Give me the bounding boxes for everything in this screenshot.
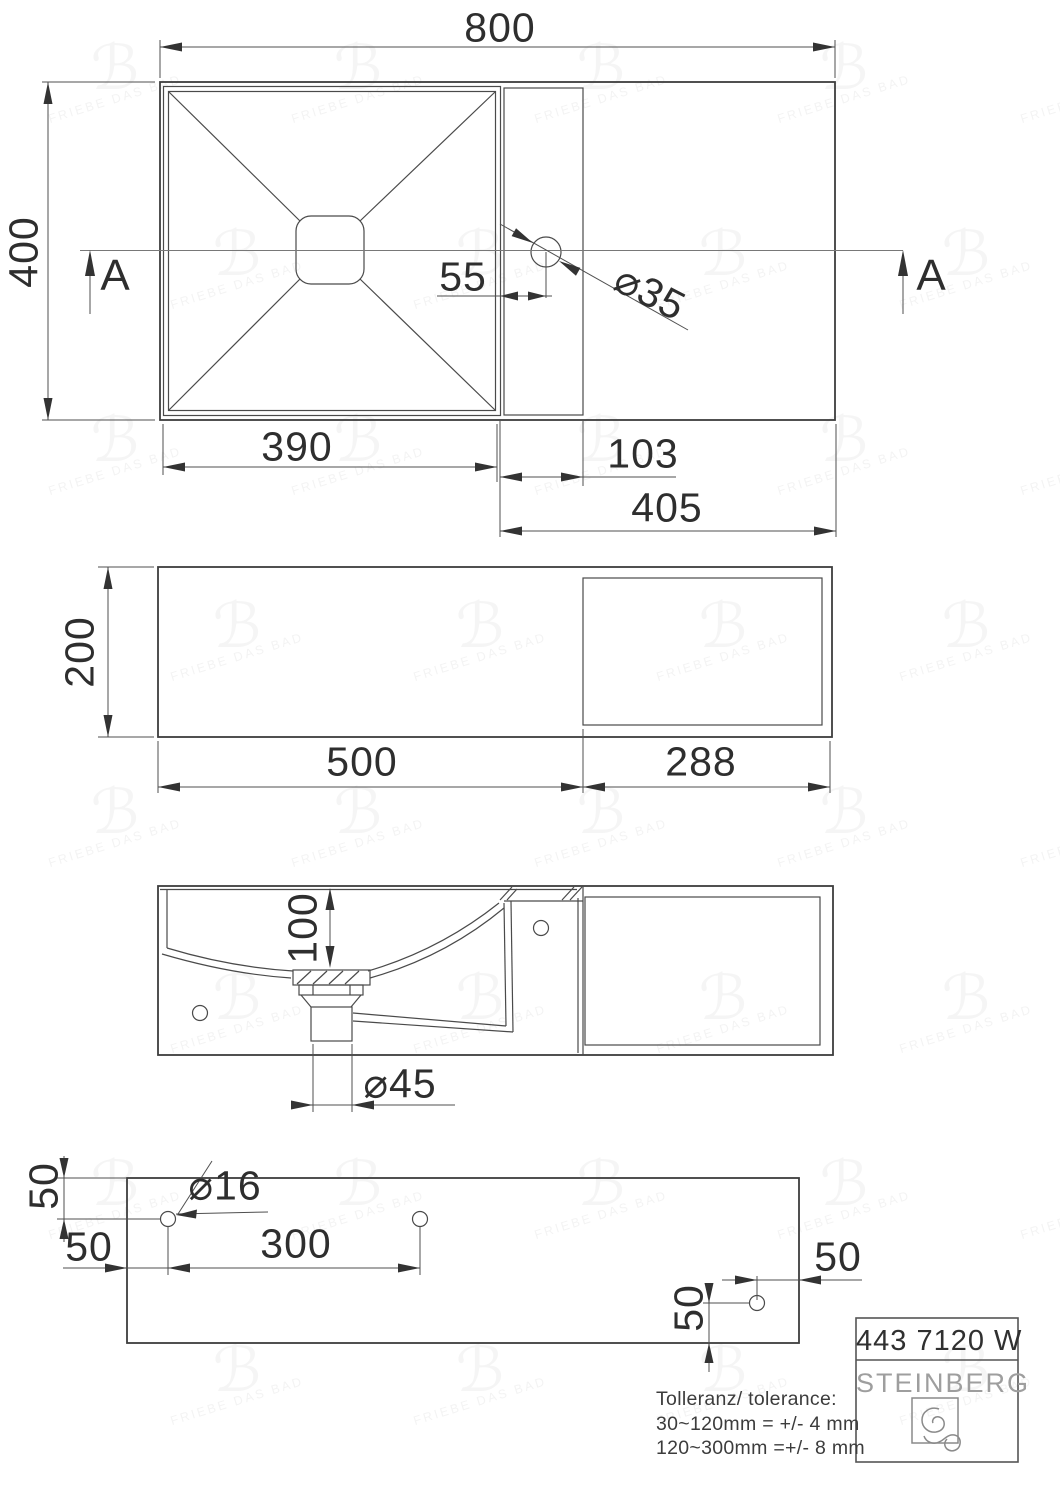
section-arrow-right: [898, 250, 908, 276]
dim-hole-bottom-offset: 50: [665, 1284, 712, 1332]
brand-name: STEINBERG: [856, 1368, 1031, 1398]
section-hole-left: [191, 1004, 209, 1022]
shelf-recess: [582, 577, 823, 726]
title-block-frame: [855, 1317, 1019, 1463]
dim-mount-hole-dia: ⌀16: [188, 1162, 262, 1209]
dim-shelf-section-width: 288: [665, 738, 737, 785]
dim-hole-top-offset: 50: [20, 1162, 67, 1210]
section-label-left: A: [100, 251, 130, 300]
basin-floor-left: [166, 947, 294, 972]
body-outline-section-view: [157, 885, 834, 1056]
dim-right-width: 405: [631, 484, 703, 531]
tolerance-row-1: 30~120mm = +/- 4 mm: [656, 1413, 860, 1435]
dim-hole-spacing: 300: [260, 1220, 332, 1267]
dim-drain-dia: ⌀45: [363, 1060, 437, 1107]
title-block: [855, 1317, 1019, 1463]
dim-body-height: 200: [56, 616, 103, 688]
shelf-compartment: [584, 896, 821, 1046]
back-view: [57, 1156, 862, 1372]
front-view: [98, 566, 833, 793]
faucet-deck: [503, 87, 584, 416]
section-arrow-left: [85, 250, 95, 276]
dim-basin-width: 390: [261, 423, 333, 470]
tolerance-title: Tolleranz/ tolerance:: [656, 1388, 837, 1410]
basin-floor-right: [367, 902, 500, 972]
mount-hole-2: [411, 1210, 429, 1228]
body-outline-front-view: [157, 566, 833, 738]
section-hole-right: [532, 919, 550, 937]
dim-deck-width: 103: [607, 430, 679, 477]
drain-collar: [298, 984, 364, 996]
dim-faucet-offset: 55: [439, 253, 487, 300]
mount-hole-1: [159, 1210, 177, 1228]
dim-hole-left-offset: 50: [65, 1223, 113, 1270]
dim-overall-width: 800: [464, 4, 536, 51]
section-label-right: A: [916, 251, 946, 300]
section-view: [157, 885, 834, 1112]
dim-hole-right-offset: 50: [814, 1233, 862, 1280]
drain-pipe: [310, 1006, 353, 1042]
article-number: 443 7120 W: [856, 1325, 1023, 1357]
tolerance-row-2: 120~300mm =+/- 8 mm: [656, 1437, 865, 1459]
dim-overall-depth: 400: [0, 216, 47, 288]
top-view: [42, 40, 908, 537]
dim-basin-section-width: 500: [326, 738, 398, 785]
overflow-duct: [352, 1012, 507, 1027]
body-outline-back-view: [126, 1177, 800, 1344]
dim-basin-depth: 100: [279, 892, 326, 964]
steinberg-logo-icon: [911, 1397, 961, 1452]
